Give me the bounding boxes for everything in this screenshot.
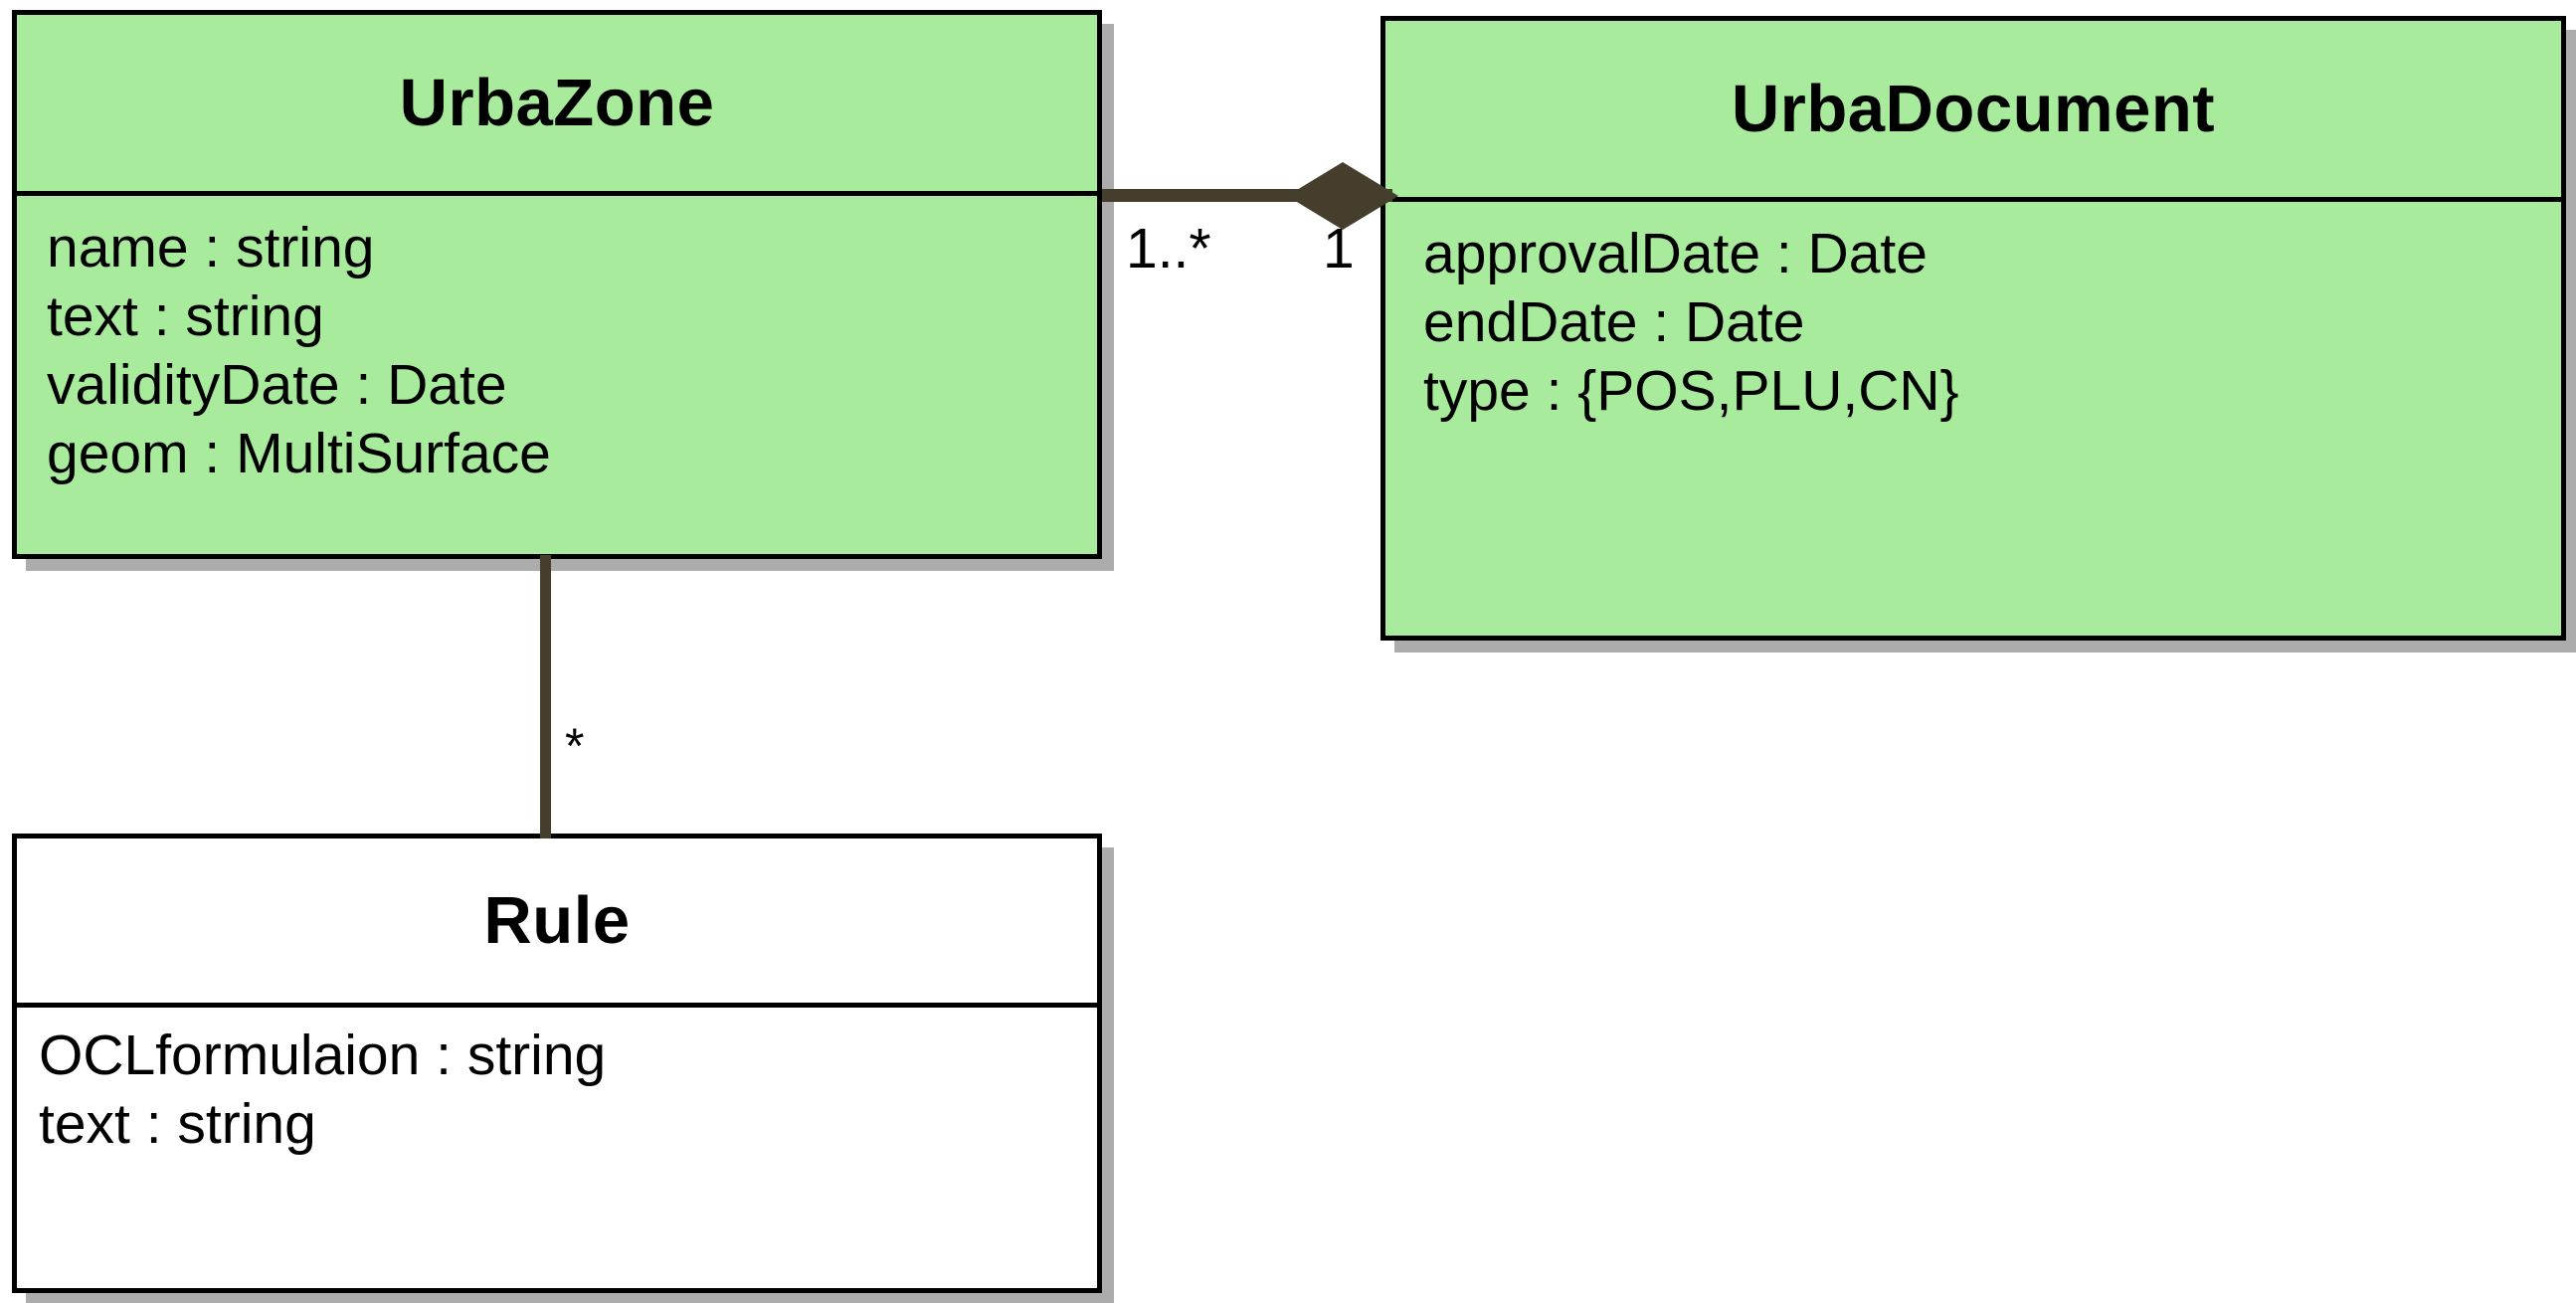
association-line-urbazone-rule (540, 555, 551, 838)
attribute-row: OCLformulaion : string (39, 1024, 607, 1087)
class-attributes-urbazone: name : string text : string validityDate… (17, 196, 1097, 488)
attribute-row: validityDate : Date (47, 352, 507, 417)
attribute-row: text : string (39, 1091, 316, 1156)
attribute-row: text : string (47, 283, 324, 348)
multiplicity-label-urbazone-end: 1..* (1126, 217, 1211, 280)
attribute-row: approvalDate : Date (1423, 222, 1928, 285)
class-attributes-rule: OCLformulaion : string text : string (17, 1008, 1097, 1159)
class-title-urbazone: UrbaZone (17, 15, 1097, 196)
multiplicity-label-urbadocument-end: 1 (1323, 217, 1355, 280)
attribute-row: geom : MultiSurface (47, 421, 551, 485)
attribute-row: name : string (47, 216, 375, 279)
class-title-rule: Rule (17, 838, 1097, 1008)
class-box-urbadocument[interactable]: UrbaDocument approvalDate : Date endDate… (1380, 16, 2566, 641)
class-title-urbadocument: UrbaDocument (1385, 21, 2561, 202)
attribute-row: type : {POS,PLU,CN} (1423, 358, 1959, 423)
multiplicity-label-rule-end: * (565, 718, 585, 774)
class-attributes-urbadocument: approvalDate : Date endDate : Date type … (1385, 202, 2561, 426)
composition-diamond-icon (1287, 162, 1398, 230)
class-box-urbazone[interactable]: UrbaZone name : string text : string val… (12, 10, 1102, 559)
attribute-row: endDate : Date (1423, 289, 1805, 354)
class-box-rule[interactable]: Rule OCLformulaion : string text : strin… (12, 834, 1102, 1293)
